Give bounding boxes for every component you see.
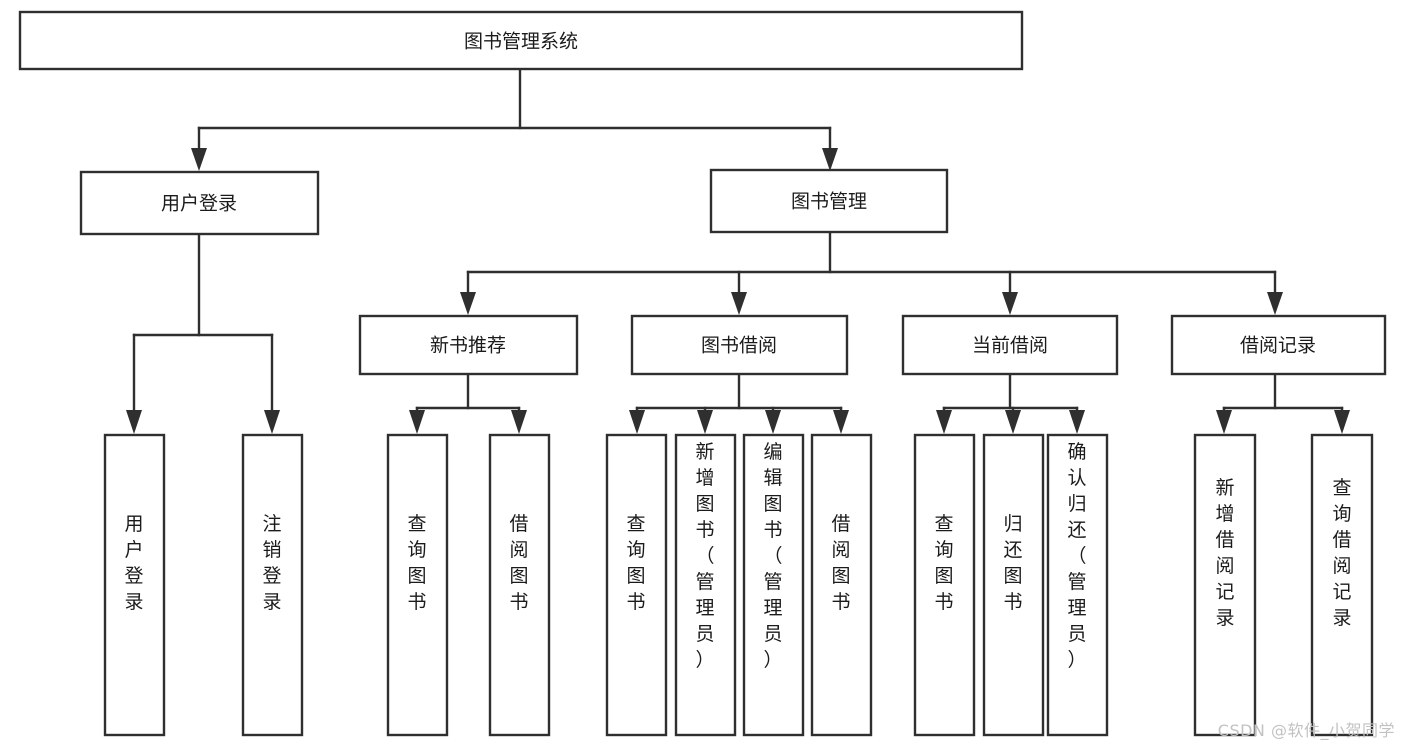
node-leaf-borrow-book-2-box[interactable] (810, 433, 873, 737)
arrow-leaf-query-book-1 (409, 410, 425, 434)
connector-group-root-to-level1 (191, 67, 838, 171)
node-leaf-borrow-book-1-label: 借阅图书 (509, 513, 528, 613)
arrow-leaf-add-record (1216, 410, 1232, 434)
node-leaf-borrow-book-1-box[interactable] (488, 433, 551, 737)
arrow-leaf-logout-login (264, 410, 280, 434)
node-leaf-confirm-return-label: 确认归还（管理员） (1067, 441, 1086, 671)
connector-group-current-borrow-to-leaves (936, 372, 1085, 434)
node-borrow-record-label: 借阅记录 (1240, 335, 1316, 357)
node-leaf-query-book-1[interactable]: 查询图书 (386, 433, 449, 737)
node-leaf-query-book-1-box[interactable] (386, 433, 449, 737)
node-leaf-add-record-box[interactable] (1193, 433, 1257, 737)
node-leaf-query-book-3-label: 查询图书 (934, 513, 953, 613)
connector-group-book-management-to-level2 (460, 230, 1283, 315)
arrow-borrow-record (1267, 292, 1283, 315)
arrow-new-book-recommend (460, 292, 476, 315)
node-leaf-borrow-book-2-label: 借阅图书 (831, 513, 850, 613)
node-borrow-record-box[interactable] (1170, 314, 1387, 376)
arrow-leaf-query-record (1334, 410, 1350, 434)
node-current-borrow-label: 当前借阅 (972, 335, 1048, 357)
node-leaf-add-book[interactable]: 新增图书（管理员） (674, 433, 737, 737)
node-root-label: 图书管理系统 (464, 31, 578, 53)
arrow-leaf-edit-book (765, 410, 781, 434)
connector-group-borrow-record-to-leaves (1216, 372, 1350, 434)
node-borrow-record[interactable]: 借阅记录 (1170, 314, 1387, 376)
arrow-book-borrow (731, 292, 747, 315)
node-leaf-query-book-2-box[interactable] (605, 433, 668, 737)
connector-group-book-borrow-to-leaves (629, 372, 849, 434)
node-book-borrow-label: 图书借阅 (701, 335, 777, 357)
arrow-leaf-query-book-3 (936, 410, 952, 434)
node-leaf-user-login[interactable]: 用户登录 (103, 433, 166, 737)
node-book-management-label: 图书管理 (791, 191, 867, 213)
node-leaf-add-record-label: 新增借阅记录 (1215, 477, 1234, 629)
node-leaf-logout-login-label: 注销登录 (262, 513, 281, 613)
arrow-leaf-borrow-book-1 (511, 410, 527, 434)
arrow-current-borrow (1002, 292, 1018, 315)
node-root-box[interactable] (18, 10, 1024, 71)
node-leaf-add-book-box[interactable] (674, 433, 737, 737)
node-leaf-borrow-book-2[interactable]: 借阅图书 (810, 433, 873, 737)
node-leaf-query-record-label: 查询借阅记录 (1332, 477, 1351, 629)
arrow-leaf-add-book (697, 410, 713, 434)
connector-group-new-book-recommend-to-leaves (409, 372, 527, 434)
node-current-borrow-box[interactable] (901, 314, 1119, 376)
arrow-leaf-user-login (126, 410, 142, 434)
node-leaf-query-record[interactable]: 查询借阅记录 (1310, 433, 1374, 737)
node-new-book-recommend-box[interactable] (358, 314, 579, 376)
arrow-user-login (191, 148, 207, 171)
node-leaf-edit-book-box[interactable] (742, 433, 805, 737)
node-leaf-return-book-label: 归还图书 (1003, 513, 1022, 613)
arrow-leaf-borrow-book-2 (833, 410, 849, 434)
node-leaf-user-login-box[interactable] (103, 433, 166, 737)
arrow-leaf-return-book (1005, 410, 1021, 434)
node-book-management-box[interactable] (709, 168, 949, 234)
node-leaf-logout-login[interactable]: 注销登录 (241, 433, 304, 737)
node-book-management[interactable]: 图书管理 (709, 168, 949, 234)
connector-group-user-login-to-leaves (126, 232, 280, 434)
node-leaf-query-book-2[interactable]: 查询图书 (605, 433, 668, 737)
node-user-login-label: 用户登录 (161, 193, 237, 215)
arrow-leaf-confirm-return (1069, 410, 1085, 434)
node-leaf-confirm-return-box[interactable] (1046, 433, 1109, 737)
node-user-login[interactable]: 用户登录 (79, 170, 320, 236)
node-leaf-query-book-1-label: 查询图书 (407, 513, 426, 613)
node-book-borrow-box[interactable] (630, 314, 849, 376)
node-leaf-query-book-3[interactable]: 查询图书 (913, 433, 976, 737)
node-leaf-return-book[interactable]: 归还图书 (982, 433, 1045, 737)
node-new-book-recommend[interactable]: 新书推荐 (358, 314, 579, 376)
node-leaf-confirm-return[interactable]: 确认归还（管理员） (1046, 433, 1109, 737)
node-leaf-query-book-2-label: 查询图书 (626, 513, 645, 613)
node-leaf-edit-book[interactable]: 编辑图书（管理员） (742, 433, 805, 737)
node-current-borrow[interactable]: 当前借阅 (901, 314, 1119, 376)
node-leaf-add-book-label: 新增图书（管理员） (695, 441, 714, 671)
node-leaf-edit-book-label: 编辑图书（管理员） (763, 441, 782, 671)
node-leaf-add-record[interactable]: 新增借阅记录 (1193, 433, 1257, 737)
node-leaf-query-record-box[interactable] (1310, 433, 1374, 737)
node-book-borrow[interactable]: 图书借阅 (630, 314, 849, 376)
node-new-book-recommend-label: 新书推荐 (430, 335, 506, 357)
node-leaf-query-book-3-box[interactable] (913, 433, 976, 737)
arrow-leaf-query-book-2 (629, 410, 645, 434)
node-leaf-user-login-label: 用户登录 (124, 513, 143, 613)
node-root[interactable]: 图书管理系统 (18, 10, 1024, 71)
node-user-login-box[interactable] (79, 170, 320, 236)
node-leaf-return-book-box[interactable] (982, 433, 1045, 737)
node-leaf-borrow-book-1[interactable]: 借阅图书 (488, 433, 551, 737)
arrow-book-management (822, 148, 838, 171)
node-leaf-logout-login-box[interactable] (241, 433, 304, 737)
